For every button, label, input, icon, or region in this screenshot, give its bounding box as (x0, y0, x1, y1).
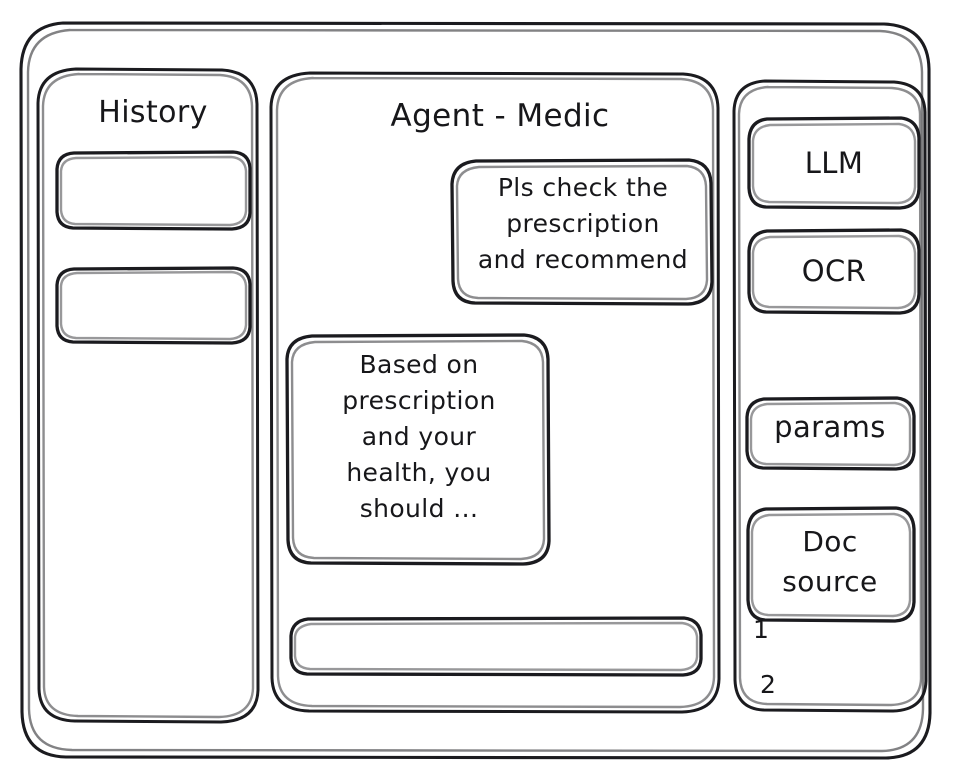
history-item-2-outline (55, 266, 252, 345)
agent-title: Agent - Medic (390, 98, 610, 134)
composer-input[interactable] (291, 618, 703, 676)
user-message-text: Pls check the prescription and recommend (477, 173, 689, 274)
ocr-button-outline (747, 228, 921, 315)
history-item-2[interactable] (57, 268, 251, 344)
user-message-bubble-outline (450, 158, 714, 306)
llm-button-label: LLM (804, 146, 864, 180)
history-item-1[interactable] (57, 152, 251, 230)
composer-input-outline (289, 616, 703, 677)
assistant-message-bubble-outline (285, 333, 551, 566)
history-item-1-outline (55, 150, 252, 231)
llm-button-outline (747, 116, 921, 210)
doc-source-item-2[interactable]: 2 (760, 670, 777, 699)
doc-source-button-outline (746, 506, 916, 623)
history-panel-title: History (98, 95, 208, 130)
doc-source-button-label: Doc source (782, 525, 878, 598)
main-panel-outline (269, 71, 721, 714)
params-button-outline (745, 396, 916, 471)
doc-source-item-1[interactable]: 1 (753, 615, 770, 644)
ocr-button-label: OCR (801, 254, 867, 288)
history-panel-outline (36, 67, 260, 724)
window-frame-outline (19, 21, 932, 760)
tools-panel-outline (732, 79, 928, 713)
assistant-message-text: Based on prescription and your health, y… (342, 350, 496, 523)
params-button-label: params (774, 410, 886, 444)
